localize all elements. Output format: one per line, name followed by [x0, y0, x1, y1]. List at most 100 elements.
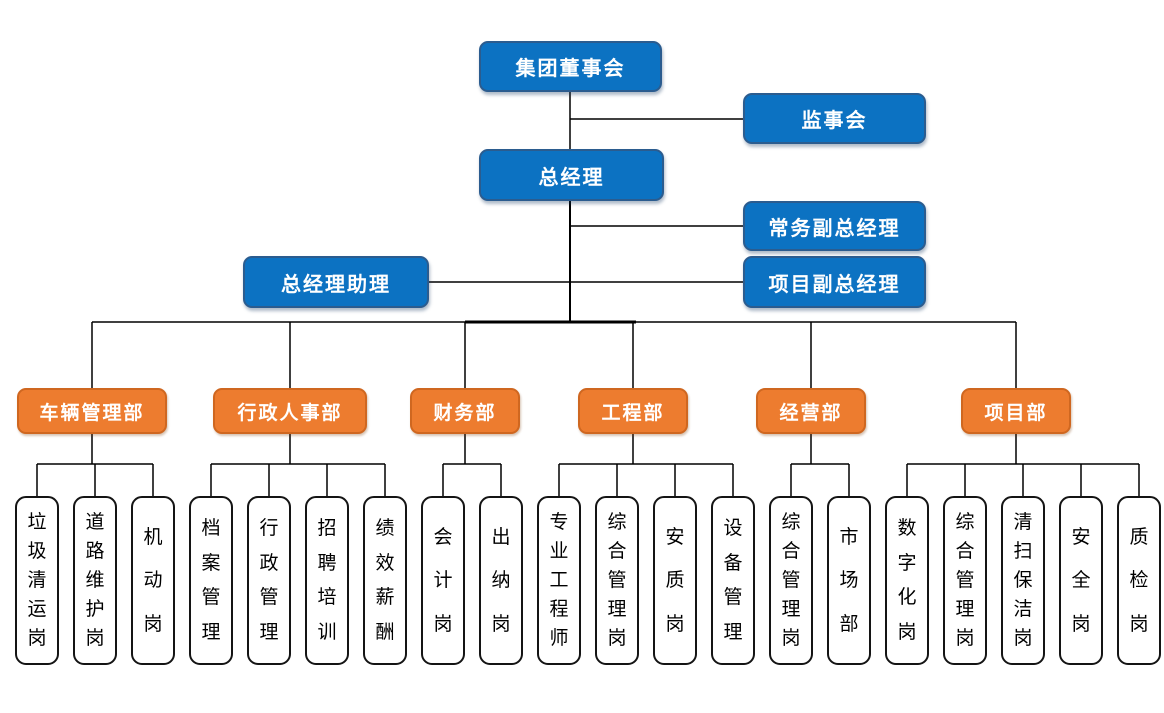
position-char: 岗	[955, 628, 975, 649]
position-char: 岗	[143, 613, 163, 635]
position-char: 管	[201, 587, 221, 609]
position-char: 设	[723, 517, 743, 539]
position-char: 薪	[375, 587, 395, 609]
position-box: 机动岗	[131, 496, 175, 665]
position-box: 数字化岗	[885, 496, 929, 665]
node-board: 集团董事会	[479, 41, 662, 92]
position-char: 岗	[781, 628, 801, 649]
position-char: 清	[27, 570, 47, 591]
position-char: 岗	[1013, 628, 1033, 649]
position-char: 路	[85, 541, 105, 562]
position-box: 专业工程师	[537, 496, 581, 665]
position-char: 档	[201, 517, 221, 539]
position-char: 管	[259, 587, 279, 609]
position-char: 安	[665, 526, 685, 548]
position-box: 招聘培训	[305, 496, 349, 665]
position-char: 岗	[1129, 613, 1149, 635]
dept-operations: 经营部	[756, 388, 866, 434]
position-char: 管	[723, 587, 743, 609]
position-char: 护	[85, 599, 105, 620]
position-char: 理	[955, 599, 975, 620]
position-box: 市场部	[827, 496, 871, 665]
position-char: 理	[607, 599, 627, 620]
position-char: 合	[781, 541, 801, 562]
dept-admin-hr: 行政人事部	[213, 388, 367, 434]
dept-finance: 财务部	[410, 388, 520, 434]
position-char: 岗	[27, 628, 47, 649]
position-char: 清	[1013, 512, 1033, 533]
position-char: 纳	[491, 570, 511, 591]
position-char: 运	[27, 599, 47, 620]
position-char: 程	[549, 599, 569, 620]
position-box: 档案管理	[189, 496, 233, 665]
node-general-manager: 总经理	[479, 149, 664, 201]
position-char: 维	[85, 570, 105, 591]
position-box: 综合管理岗	[943, 496, 987, 665]
position-box: 综合管理岗	[769, 496, 813, 665]
position-char: 岗	[665, 613, 685, 635]
position-char: 岗	[491, 613, 511, 635]
position-char: 安	[1071, 526, 1091, 548]
position-char: 场	[839, 570, 859, 591]
position-char: 检	[1129, 570, 1149, 591]
position-char: 岗	[607, 628, 627, 649]
position-char: 岗	[1071, 613, 1091, 635]
position-box: 清扫保洁岗	[1001, 496, 1045, 665]
position-char: 字	[897, 552, 917, 574]
position-char: 案	[201, 552, 221, 574]
dept-project: 项目部	[961, 388, 1071, 434]
position-char: 培	[317, 587, 337, 609]
position-char: 质	[665, 570, 685, 591]
position-char: 聘	[317, 552, 337, 574]
position-box: 安质岗	[653, 496, 697, 665]
position-char: 理	[259, 622, 279, 644]
position-box: 设备管理	[711, 496, 755, 665]
position-char: 绩	[375, 517, 395, 539]
position-box: 质检岗	[1117, 496, 1161, 665]
position-char: 岗	[85, 628, 105, 649]
position-char: 部	[839, 613, 859, 635]
position-char: 全	[1071, 570, 1091, 591]
position-box: 绩效薪酬	[363, 496, 407, 665]
position-char: 备	[723, 552, 743, 574]
position-char: 计	[433, 570, 453, 591]
position-box: 安全岗	[1059, 496, 1103, 665]
position-char: 酬	[375, 622, 395, 644]
node-supervisory-board: 监事会	[743, 93, 926, 144]
position-char: 道	[85, 512, 105, 533]
position-char: 洁	[1013, 599, 1033, 620]
position-char: 训	[317, 622, 337, 644]
position-char: 理	[781, 599, 801, 620]
position-char: 市	[839, 526, 859, 548]
position-char: 数	[897, 517, 917, 539]
position-char: 理	[723, 622, 743, 644]
position-char: 专	[549, 512, 569, 533]
position-char: 工	[549, 570, 569, 591]
position-char: 质	[1129, 526, 1149, 548]
position-char: 综	[955, 512, 975, 533]
position-char: 业	[549, 541, 569, 562]
node-project-deputy-gm: 项目副总经理	[743, 256, 926, 308]
position-char: 会	[433, 526, 453, 548]
position-char: 师	[549, 628, 569, 649]
position-char: 理	[201, 622, 221, 644]
position-char: 岗	[433, 613, 453, 635]
position-char: 效	[375, 552, 395, 574]
position-char: 动	[143, 570, 163, 591]
position-char: 垃	[27, 512, 47, 533]
position-char: 管	[781, 570, 801, 591]
position-char: 综	[781, 512, 801, 533]
position-char: 化	[897, 587, 917, 609]
node-executive-deputy-gm: 常务副总经理	[743, 201, 926, 251]
position-char: 合	[607, 541, 627, 562]
position-char: 出	[491, 526, 511, 548]
position-box: 行政管理	[247, 496, 291, 665]
position-char: 综	[607, 512, 627, 533]
position-char: 政	[259, 552, 279, 574]
position-box: 道路维护岗	[73, 496, 117, 665]
position-char: 管	[955, 570, 975, 591]
position-char: 机	[143, 526, 163, 548]
position-char: 扫	[1013, 541, 1033, 562]
